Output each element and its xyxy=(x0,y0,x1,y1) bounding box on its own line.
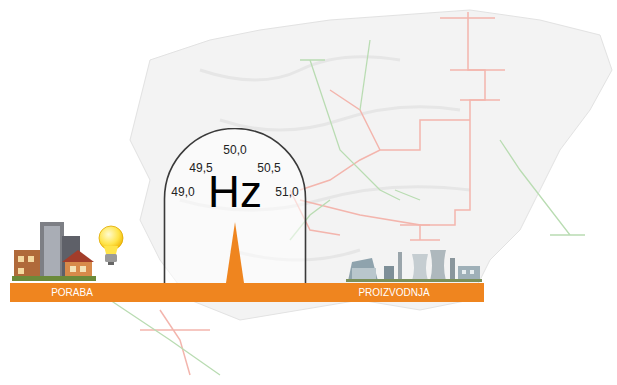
unit-label: Hz xyxy=(208,170,262,214)
red-grid-lines xyxy=(140,12,505,375)
gauge-arch xyxy=(165,129,306,283)
scale-value: 50,0 xyxy=(223,144,246,156)
side-label: PROIZVODNJA xyxy=(358,288,429,298)
light-bulb-icon xyxy=(99,226,123,265)
balance-beam: PORABA PROIZVODNJA xyxy=(10,283,484,302)
scale-value: 51,0 xyxy=(275,186,298,198)
map-outline xyxy=(130,10,612,320)
gauge-needle xyxy=(226,222,244,283)
frequency-gauge: 49,049,550,050,551,0Hz xyxy=(163,128,307,283)
side-label: PORABA xyxy=(51,288,93,298)
green-grid-lines xyxy=(110,40,585,375)
buildings-icon xyxy=(12,222,96,281)
scale-value: 49,0 xyxy=(171,186,194,198)
power-plants-icon xyxy=(346,250,482,282)
